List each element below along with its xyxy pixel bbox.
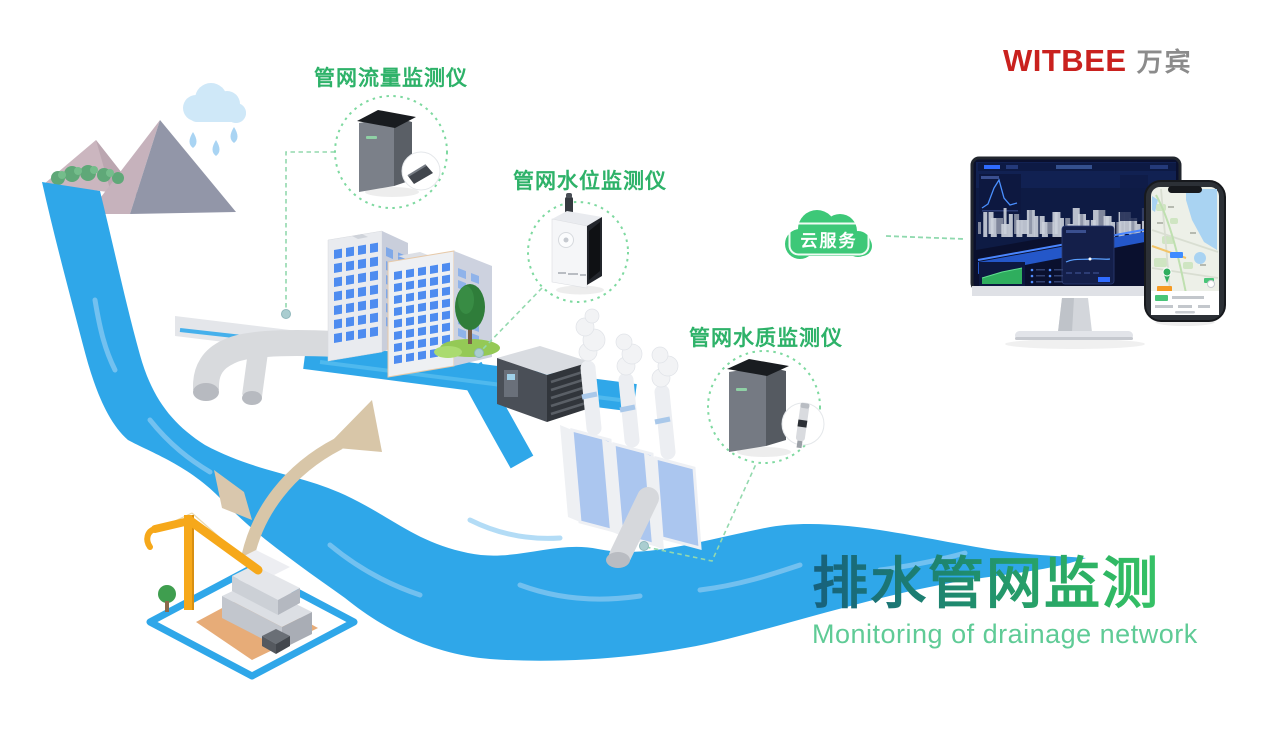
tower-a-windows bbox=[334, 242, 378, 343]
rain-cloud-icon bbox=[183, 83, 246, 156]
flow-monitor-device bbox=[357, 110, 441, 197]
smartphone bbox=[1144, 180, 1226, 326]
tower-b-windows bbox=[394, 262, 450, 364]
dashboard-left-chart bbox=[979, 174, 1021, 214]
chimneys bbox=[580, 360, 676, 460]
map-bottom-card bbox=[1151, 291, 1219, 315]
annotation-connectors bbox=[285, 151, 757, 562]
device-label-quality: 管网水质监测仪 bbox=[689, 327, 843, 350]
annotation-circles bbox=[334, 95, 821, 464]
factory bbox=[560, 308, 702, 550]
connector-quality bbox=[645, 463, 757, 562]
bushes bbox=[51, 165, 124, 185]
connector-cloud-to-screens bbox=[885, 235, 965, 240]
smoke bbox=[575, 308, 679, 388]
map-locate-icon bbox=[1207, 280, 1215, 288]
map-pin-icon bbox=[1164, 275, 1170, 283]
device-label-level: 管网水位监测仪 bbox=[513, 170, 667, 193]
construction-site bbox=[144, 512, 358, 680]
page-subtitle: Monitoring of drainage network bbox=[812, 619, 1198, 650]
mountains bbox=[44, 120, 236, 214]
factory-outfall-pipe bbox=[606, 487, 659, 568]
discharge-pipe bbox=[193, 330, 337, 405]
dashboard-green-chart bbox=[979, 262, 1025, 286]
vent-slats bbox=[550, 369, 587, 416]
connector-anchor-dots bbox=[281, 309, 649, 551]
city-buildings bbox=[327, 230, 492, 378]
tree bbox=[434, 284, 500, 358]
annotation-circle-flow bbox=[334, 95, 448, 209]
water-streaks bbox=[92, 297, 968, 602]
brand-name-en: WITBEE bbox=[1003, 43, 1127, 78]
river-bank-ledge bbox=[214, 470, 252, 520]
phone-notch bbox=[1168, 186, 1202, 193]
dashboard-popup-panel bbox=[1061, 225, 1115, 285]
quality-monitor-device bbox=[727, 359, 825, 457]
brand-logo: WITBEE 万宾 bbox=[1003, 42, 1193, 79]
crane-icon bbox=[144, 512, 263, 610]
annotation-circle-quality bbox=[707, 350, 821, 464]
river bbox=[42, 182, 1086, 661]
cloud-service-label: 云服务 bbox=[788, 222, 870, 256]
page-title: 排水管网监测 bbox=[812, 552, 1232, 616]
pump-station bbox=[497, 346, 590, 422]
level-monitor-device bbox=[551, 193, 604, 295]
brand-name-cn: 万宾 bbox=[1136, 47, 1193, 77]
dashboard-status-dots bbox=[1030, 268, 1063, 284]
connector-level bbox=[481, 287, 543, 351]
connector-flow bbox=[285, 151, 335, 308]
water-quality-probe bbox=[795, 402, 810, 449]
flow-direction-arrow bbox=[241, 400, 382, 563]
annotation-circle-level bbox=[527, 201, 629, 303]
dashboard-header bbox=[978, 163, 1176, 171]
device-label-flow: 管网流量监测仪 bbox=[314, 67, 468, 90]
headline: 排水管网监测 Monitoring of drainage network bbox=[812, 552, 1232, 650]
